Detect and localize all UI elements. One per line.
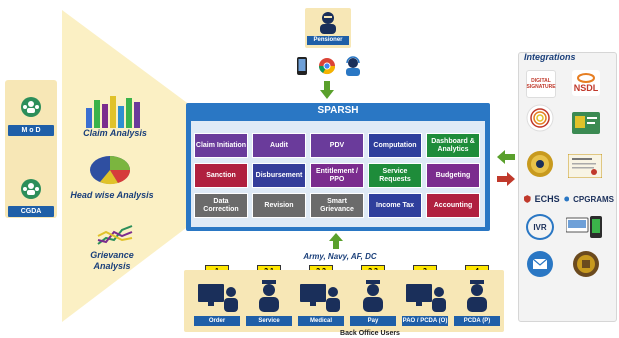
- mod-label: M o D: [8, 125, 54, 136]
- nsdl-logo: NSDL: [572, 70, 600, 96]
- network-people-icon: [21, 179, 41, 199]
- echs-emblem-icon: [524, 195, 531, 203]
- module-accounting: Accounting: [426, 193, 480, 218]
- up-arrow-icon: [329, 233, 343, 249]
- cgda-label: CGDA: [8, 206, 54, 217]
- certificate-logo: [568, 154, 602, 178]
- grievance-analysis-label: Grievance Analysis: [90, 250, 134, 271]
- module-audit: Audit: [252, 133, 306, 158]
- module-income-tax: Income Tax: [368, 193, 422, 218]
- module-smart-grievance: Smart Grievance: [310, 193, 364, 218]
- bar-chart-icon: [86, 96, 140, 128]
- cpgrams-text: CPGRAMS: [573, 194, 614, 204]
- officer-user-icon: [259, 280, 279, 312]
- bo-label-pao-pcda-o: PAO / PCDA (O): [402, 316, 448, 326]
- echs-cpgrams-row: ECHS CPGRAMS: [524, 190, 614, 208]
- module-disbursement: Disbursement: [252, 163, 306, 188]
- mobile-payment-logo: [566, 216, 602, 238]
- module-dashboard-analytics: Dashboard & Analytics: [426, 133, 480, 158]
- line-chart-icon: [97, 225, 133, 245]
- bo-label-pcda-p: PCDA (P): [454, 316, 500, 326]
- module-claim-initiation: Claim Initiation: [194, 133, 248, 158]
- mobile-phone-icon: [297, 57, 307, 75]
- aadhaar-fingerprint-logo: [526, 104, 554, 132]
- down-arrow-icon: [320, 81, 334, 99]
- module-data-correction: Data Correction: [194, 193, 248, 218]
- back-office-header: Army, Navy, AF, DC: [303, 252, 377, 261]
- module-revision: Revision: [252, 193, 306, 218]
- bo-label-service: Service: [246, 316, 292, 326]
- rbi-logo: [573, 251, 599, 277]
- echs-text: ECHS: [534, 194, 560, 204]
- nsdl-swirl-icon: [577, 73, 595, 83]
- head-wise-analysis-label: Head wise Analysis: [70, 190, 154, 200]
- right-arrow-icon: [497, 172, 515, 186]
- module-pdv: PDV: [310, 133, 364, 158]
- digital-signature-logo: DIGITAL SIGNATURE: [526, 70, 556, 98]
- module-budgeting: Budgeting: [426, 163, 480, 188]
- pensioner-user-icon: [320, 12, 336, 34]
- claim-analysis-label: Claim Analysis: [83, 128, 147, 138]
- call-center-agent-icon: [346, 56, 360, 76]
- bo-label-medical: Medical: [298, 316, 344, 326]
- ivr-logo: IVR: [526, 214, 554, 240]
- gold-seal-logo: [527, 151, 553, 177]
- email-logo: [527, 251, 553, 277]
- cpgrams-badge-icon: [563, 196, 569, 202]
- module-sanction: Sanction: [194, 163, 248, 188]
- bo-label-order: Order: [194, 316, 240, 326]
- left-arrow-icon: [497, 150, 515, 164]
- module-computation: Computation: [368, 133, 422, 158]
- module-service-requests: Service Requests: [368, 163, 422, 188]
- computer-user-icon: [406, 284, 446, 312]
- back-office-footer: Back Office Users: [340, 330, 400, 337]
- pensioner-label: Pensioner: [307, 36, 349, 45]
- aadhaar-card-logo: [572, 112, 600, 134]
- computer-user-icon: [300, 284, 340, 312]
- officer-user-icon: [467, 280, 487, 312]
- computer-user-icon: [198, 284, 238, 312]
- network-people-icon: [21, 97, 41, 117]
- officer-user-icon: [363, 280, 383, 312]
- chrome-browser-icon: [318, 58, 336, 75]
- bo-label-pay: Pay: [350, 316, 396, 326]
- integrations-title: Integrations: [524, 52, 576, 62]
- pie-chart-icon: [90, 156, 131, 185]
- sparsh-title: SPARSH: [317, 105, 359, 116]
- module-entitlement-ppo: Entitlement / PPO: [310, 163, 364, 188]
